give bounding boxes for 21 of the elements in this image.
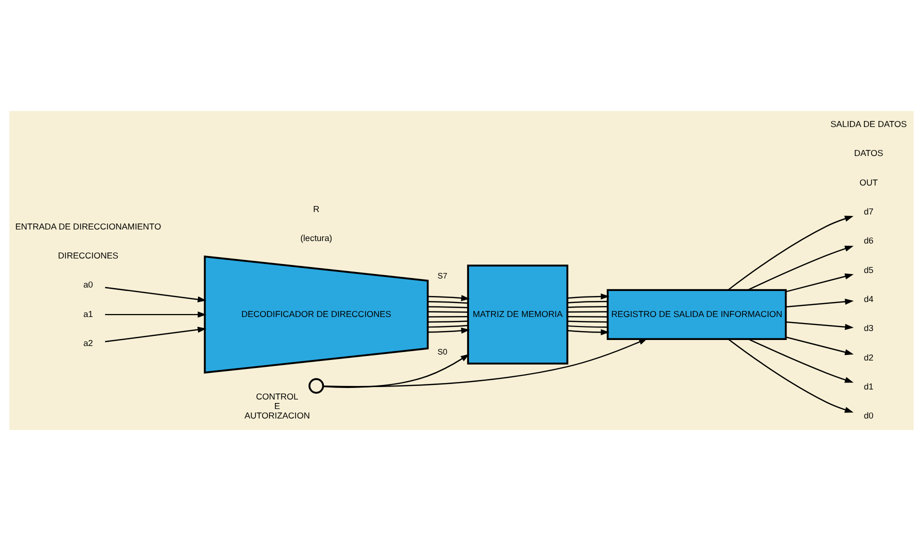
- node-text: d7: [864, 206, 874, 216]
- node-text: a2: [83, 338, 93, 348]
- node-text: d1: [864, 381, 874, 392]
- node-text: d3: [864, 323, 874, 334]
- node-text: a1: [83, 308, 93, 319]
- node-text: d2: [864, 352, 874, 362]
- label: OUT: [860, 177, 878, 188]
- node-label: AUTORIZACION: [244, 410, 310, 420]
- node-label: CONTROL: [256, 392, 298, 402]
- node-text: d6: [864, 236, 874, 246]
- node-label: E: [274, 401, 280, 412]
- node-text: d0: [864, 410, 874, 421]
- node-text: a0: [83, 280, 93, 290]
- label: SALIDA DE DATOS: [830, 118, 907, 129]
- label: DIRECCIONES: [58, 250, 118, 261]
- node-text: d4: [864, 294, 874, 304]
- label: (lectura): [300, 233, 332, 244]
- node-text: d5: [864, 264, 874, 275]
- label: DATOS: [854, 148, 884, 158]
- label: R: [313, 204, 320, 214]
- label: ENTRADA DE DIRECCIONAMIENTO: [15, 221, 162, 232]
